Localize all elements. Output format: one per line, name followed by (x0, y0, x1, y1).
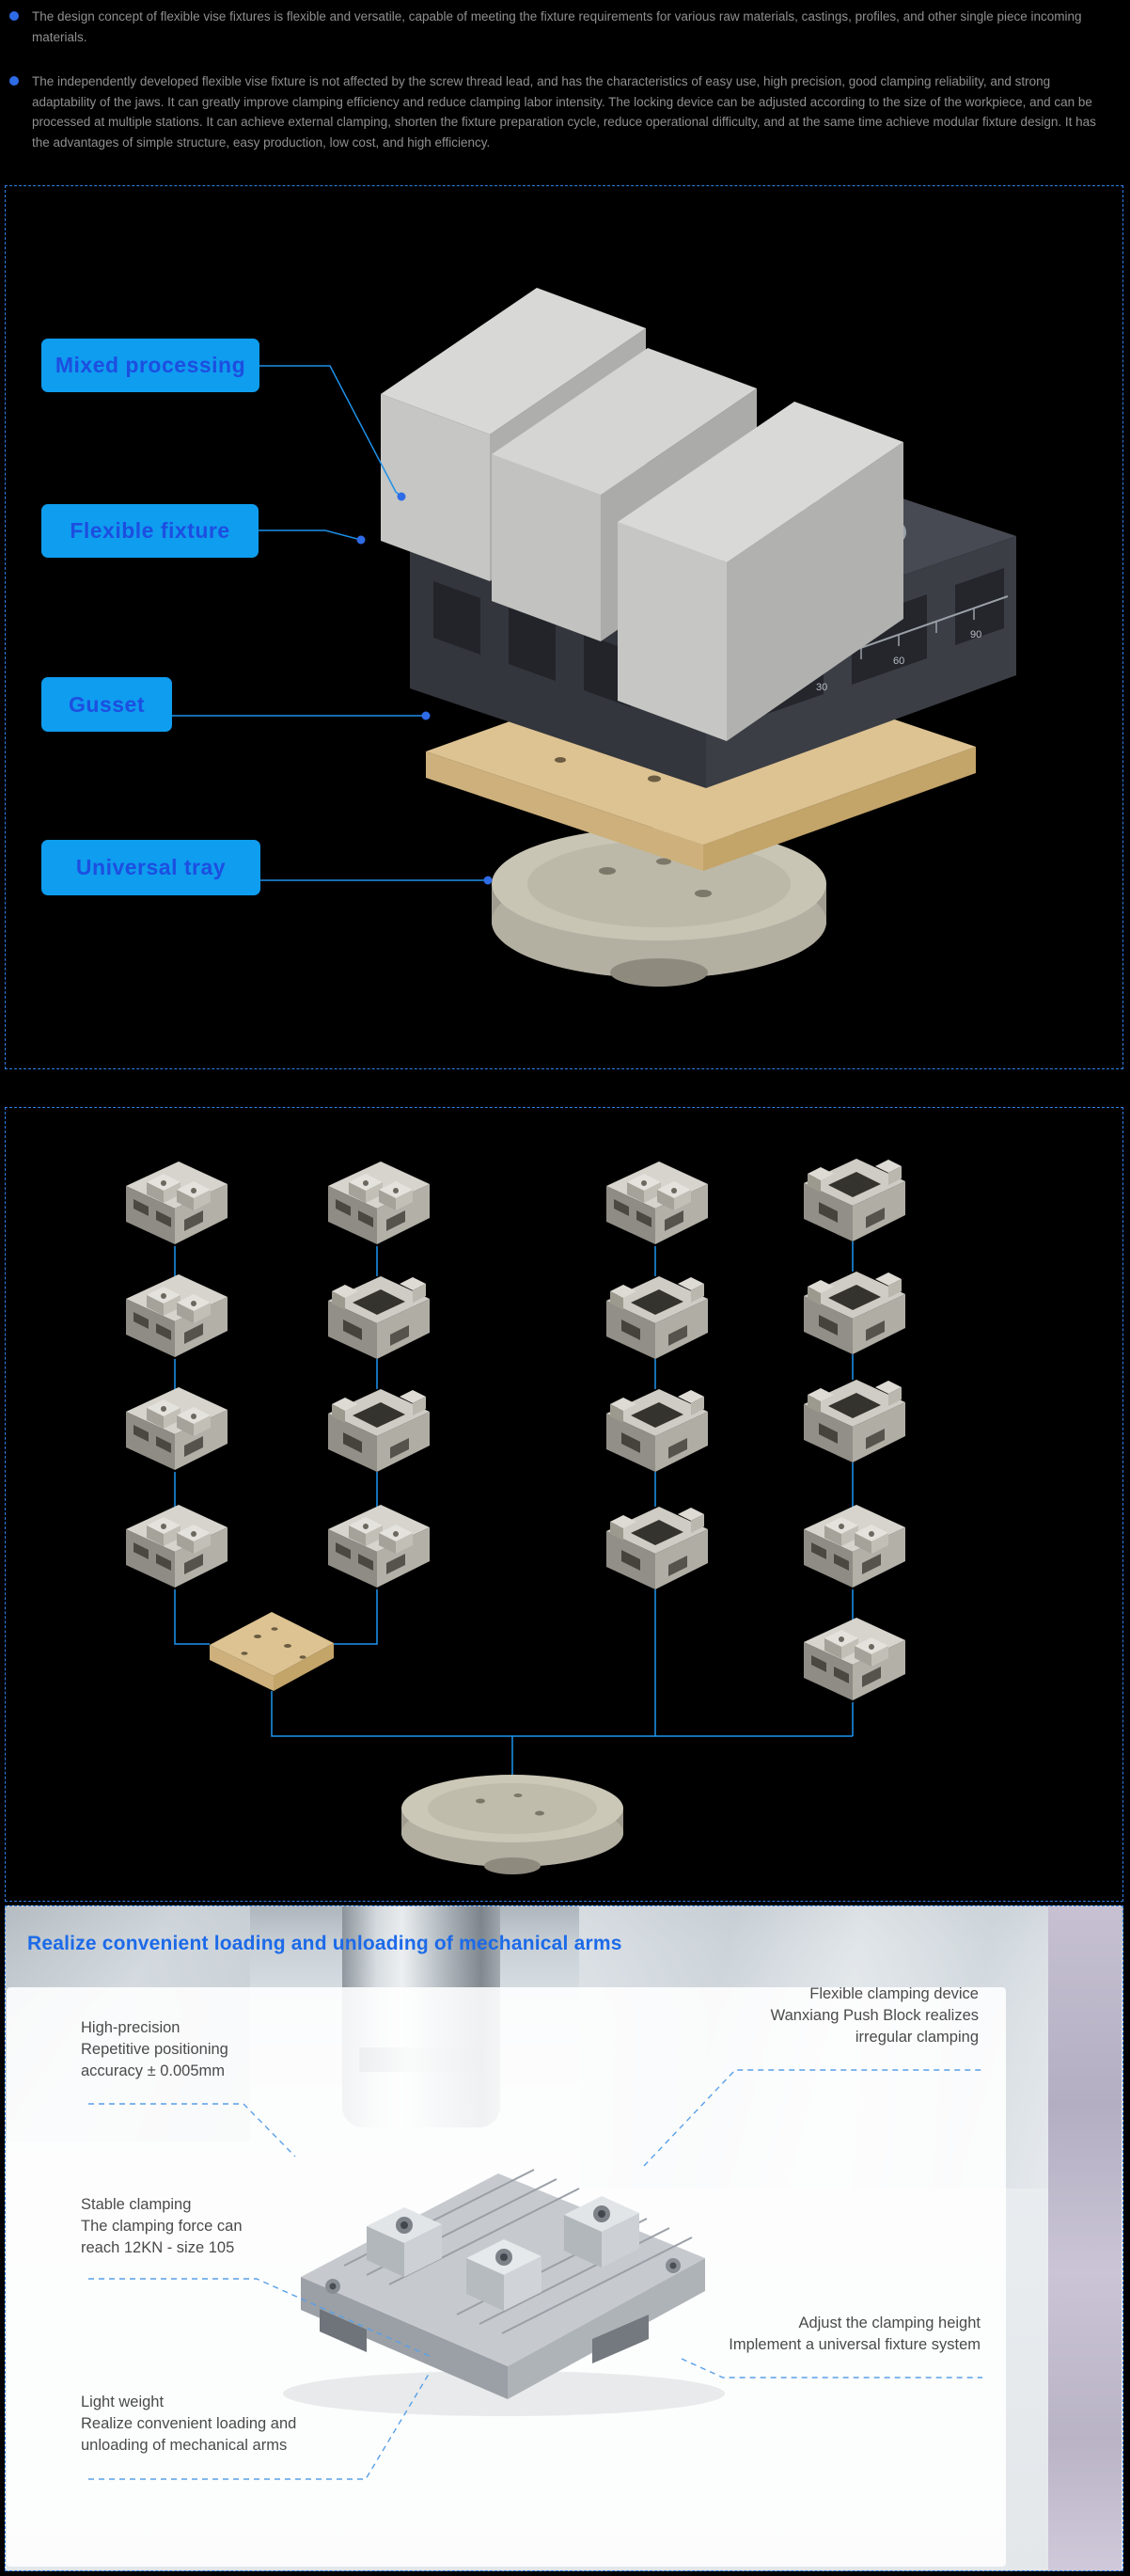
bullet-dot-icon (9, 76, 19, 86)
label-mixed-processing[interactable]: Mixed processing (41, 339, 259, 392)
annotation-adjust-height: Adjust the clamping height Implement a u… (729, 2313, 981, 2356)
section-parts-tree (5, 1107, 1123, 1902)
tree-lines (174, 1241, 854, 1775)
annotation-line: The clamping force can (81, 2218, 243, 2235)
intro-bullet-2: The independently developed flexible vis… (9, 71, 1109, 152)
annotation-line: Flexible clamping device (809, 1985, 979, 2002)
vise-assembly-render: 30 60 90 (172, 288, 1016, 987)
annotation-line: High-precision (81, 2019, 180, 2036)
intro-paragraph-2: The independently developed flexible vis… (32, 74, 1096, 150)
annotation-line: Adjust the clamping height (798, 2315, 981, 2331)
tree-gusset-plate (210, 1612, 334, 1691)
section-anatomy: 30 60 90 Mixed proc (5, 185, 1123, 1069)
section-features: Realize convenient loading and unloading… (5, 1905, 1123, 2571)
ruler-mark-90: 90 (970, 629, 981, 640)
annotation-line: Realize convenient loading and (81, 2415, 297, 2432)
annotation-line: Repetitive positioning (81, 2041, 228, 2058)
features-heading: Realize convenient loading and unloading… (27, 1933, 622, 1954)
annotation-flexible-clamping: Flexible clamping device Wanxiang Push B… (771, 1983, 979, 2048)
annotation-line: Stable clamping (81, 2196, 192, 2213)
annotation-line: accuracy ± 0.005mm (81, 2062, 226, 2079)
label-gusset[interactable]: Gusset (41, 677, 172, 732)
render-workpieces (381, 288, 903, 741)
bullet-dot-icon (9, 11, 19, 21)
ruler-mark-60: 60 (893, 656, 904, 667)
annotation-line: Light weight (81, 2394, 165, 2410)
label-universal-tray[interactable]: Universal tray (41, 840, 260, 895)
connector-dots (356, 492, 493, 885)
annotation-line: reach 12KN - size 105 (81, 2239, 235, 2256)
annotation-light-weight: Light weight Realize convenient loading … (81, 2392, 296, 2457)
annotation-line: irregular clamping (855, 2029, 979, 2046)
intro-paragraph-1: The design concept of flexible vise fixt… (32, 9, 1082, 44)
parts-tree-diagram (126, 1159, 905, 1874)
label-flexible-fixture[interactable]: Flexible fixture (41, 504, 259, 558)
ruler-mark-30: 30 (816, 682, 827, 693)
intro-bullet-1: The design concept of flexible vise fixt… (9, 7, 1109, 47)
annotation-line: Wanxiang Push Block realizes (770, 2007, 979, 2024)
photo-edge-strip (1048, 1906, 1122, 2570)
annotation-high-precision: High-precision Repetitive positioning ac… (81, 2017, 228, 2082)
annotation-line: unloading of mechanical arms (81, 2437, 288, 2454)
tree-universal-tray (401, 1775, 623, 1874)
annotation-line: Implement a universal fixture system (729, 2336, 981, 2353)
annotation-stable-clamping: Stable clamping The clamping force can r… (81, 2194, 243, 2259)
